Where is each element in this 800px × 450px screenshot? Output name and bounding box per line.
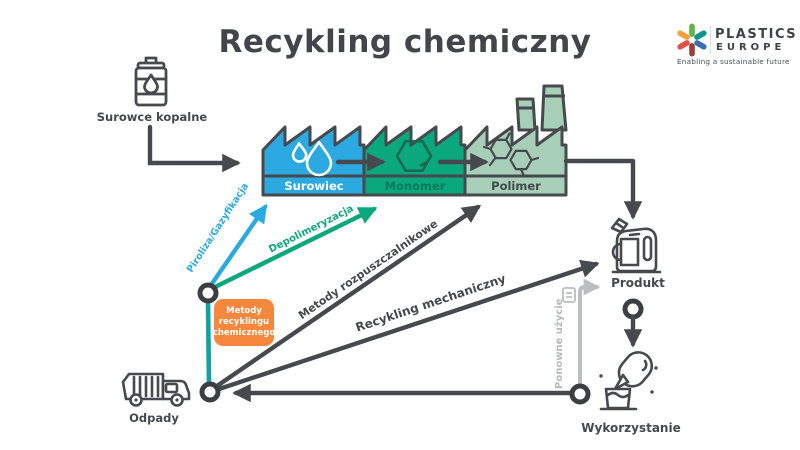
oil-droplets-icon [291,140,333,177]
chemical-methods-node [197,282,219,304]
logo-divider [710,26,711,54]
logo-brand-line2: EUROPE [716,42,786,53]
product-bottle-icon [610,217,662,274]
chimneys [515,84,568,132]
use-node [569,383,591,405]
garbage-truck-icon [121,372,191,407]
logo-brand-line1: PLASTICS [715,27,798,42]
reuse-icon [562,287,576,303]
pyrolysis-arrow [208,203,268,288]
fossil-to-factory-arrow [147,124,241,173]
solvent-methods-arrow [214,204,482,389]
page-title: Recykling chemiczny [218,24,592,60]
product-label: Produkt [611,276,665,290]
fossil-resources-label: Surowce kopalne [96,110,208,124]
waste-node [199,381,221,403]
stage-block-monomer [362,125,467,197]
use-label: Wykorzystanie [581,421,681,435]
oil-barrel-icon [134,56,168,107]
chemical-methods-box: Metody recyklingu chemicznego [213,299,275,346]
monomer-molecule-icon [395,140,433,172]
use-squeeze-icon [599,351,658,411]
polimer-to-product-arrow [563,158,643,220]
depolymerization-arrow [212,206,378,290]
waste-label: Odpady [129,411,179,425]
stage-block-polimer [463,125,568,197]
logo-tagline: Enabling a sustainable future [677,57,790,66]
stage-label-polimer: Polimer [491,179,541,193]
reuse-label: Ponowne użycie [554,298,565,389]
stage-label-surowiec: Surowiec [284,179,344,193]
polymer-molecule-icon [482,132,540,178]
stage-label-monomer: Monomer [384,179,446,193]
reuse-arrow [578,278,601,387]
mechanical-recycling-arrow [216,259,600,392]
product-node [622,298,644,320]
chemical-methods-connector [205,298,212,388]
stage-block-surowiec [261,125,366,197]
logo-star-icon [677,23,707,57]
